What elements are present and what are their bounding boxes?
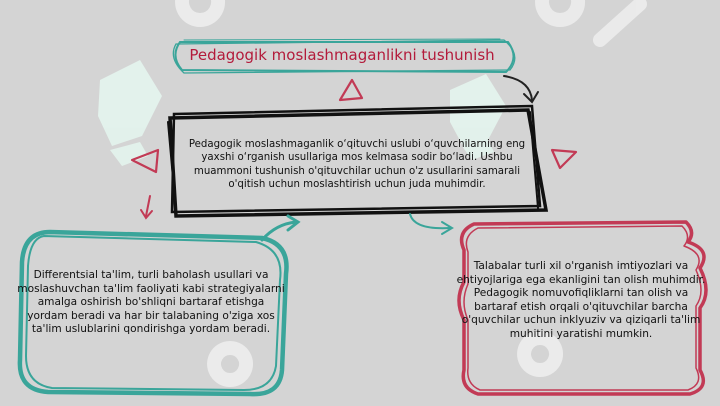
left-box [17, 229, 289, 397]
slide-title: Pedagogik moslashmaganlikni tushunish [189, 46, 495, 64]
teal-arrow-right [409, 213, 454, 235]
title-arrow [503, 75, 539, 104]
center-box [167, 104, 549, 218]
red-arrow [140, 195, 153, 220]
center-box-text: Pedagogik moslashmaganlik o‘qituvchi usl… [188, 139, 526, 190]
right-box-text: Talabalar turli xil o'rganish imtiyozlar… [456, 260, 706, 340]
red-triangle-decoration [130, 78, 578, 174]
watermark-text [175, 0, 647, 387]
right-box [457, 220, 708, 396]
left-box-text: Differentsial ta'lim, turli baholash usu… [17, 269, 285, 336]
teal-arrow-up [260, 214, 301, 242]
title-pill [172, 38, 516, 74]
